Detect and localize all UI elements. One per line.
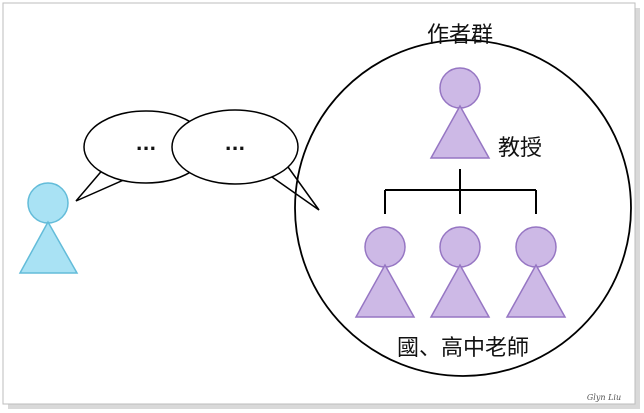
speech-bubble-1: ...	[75, 110, 209, 202]
org-connectors	[384, 169, 537, 214]
teacher-3-head	[515, 226, 557, 268]
speech-bubble-2-text: ...	[225, 134, 246, 155]
speech-bubble-1-text: ...	[136, 134, 157, 155]
frame	[2, 2, 636, 405]
teacher-3-body	[505, 263, 567, 318]
reader-head	[27, 182, 69, 224]
teacher-figure-2	[429, 226, 491, 318]
teacher-1-head	[364, 226, 406, 268]
teacher-2-head	[439, 226, 481, 268]
reader-body	[18, 220, 79, 274]
professor-figure	[429, 67, 491, 159]
author-group-circle	[294, 39, 632, 377]
professor-body	[429, 104, 491, 159]
speech-bubble-2-body	[171, 109, 299, 185]
teacher-1-body	[354, 263, 416, 318]
signature: Glyn Liu	[587, 393, 621, 402]
professor-label: 教授	[498, 136, 542, 161]
teachers-label: 國、高中老師	[397, 336, 529, 361]
teacher-2-body	[429, 263, 491, 318]
speech-bubble-2: ...	[171, 109, 320, 211]
professor-head	[439, 67, 481, 109]
author-group-title: 作者群	[427, 23, 493, 48]
teacher-figure-3	[505, 226, 567, 318]
reader-figure	[18, 182, 79, 274]
teacher-figure-1	[354, 226, 416, 318]
